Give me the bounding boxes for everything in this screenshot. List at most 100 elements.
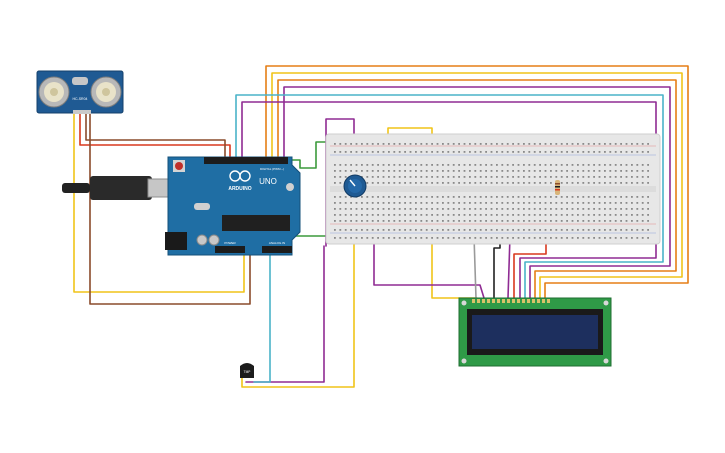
lcd-pin[interactable] (517, 299, 520, 303)
wire-yellow-1[interactable] (271, 72, 683, 299)
lcd-screen (472, 315, 598, 349)
breadboard-hole (404, 176, 406, 178)
lcd-pin[interactable] (507, 299, 510, 303)
breadboard-hole (463, 237, 466, 239)
breadboard-hole (361, 208, 363, 210)
breadboard-hole (415, 170, 417, 172)
arduino-uno[interactable]: ARDUINO UNO DIGITAL (PWM ~) POWER ANALOG… (165, 156, 301, 256)
breadboard-hole (636, 170, 639, 172)
breadboard-hole (582, 176, 585, 178)
lcd-pin[interactable] (512, 299, 515, 303)
breadboard-hole (533, 176, 536, 178)
breadboard-hole (452, 237, 455, 239)
breadboard-hole (609, 164, 612, 166)
breadboard-hole (609, 170, 612, 172)
lcd-pin[interactable] (502, 299, 505, 303)
wire-purple-1[interactable] (283, 86, 671, 299)
breadboard-hole (523, 237, 525, 239)
lcd-pin[interactable] (472, 299, 475, 303)
lcd-pin[interactable] (482, 299, 485, 303)
breadboard-hole (544, 143, 547, 145)
breadboard-hole (566, 202, 568, 204)
breadboard-hole (344, 208, 347, 210)
breadboard-hole (496, 214, 498, 216)
breadboard-hole (361, 170, 363, 172)
lcd-pin[interactable] (487, 299, 490, 303)
breadboard-hole (469, 176, 471, 178)
breadboard-hole (409, 214, 412, 216)
breadboard-hole (361, 229, 363, 231)
breadboard-hole (550, 176, 552, 178)
breadboard-hole (647, 220, 649, 222)
breadboard-hole (393, 220, 396, 222)
wire-cyan-1[interactable] (235, 94, 664, 299)
breadboard-hole (582, 196, 585, 198)
breadboard-hole (501, 196, 504, 198)
breadboard-hole (582, 214, 585, 216)
breadboard-hole (496, 176, 498, 178)
breadboard-hole (415, 202, 417, 204)
ultrasonic-sensor[interactable]: HC-SR04 (36, 70, 124, 114)
breadboard-hole (636, 143, 639, 145)
wire-sensor-brown-2[interactable] (89, 112, 251, 305)
breadboard-hole (415, 164, 417, 166)
lcd-pin[interactable] (477, 299, 480, 303)
wire-cyan-temp[interactable] (253, 247, 271, 383)
breadboard-hole (371, 164, 374, 166)
wire-orange-1[interactable] (265, 65, 689, 299)
breadboard-hole (436, 208, 439, 210)
lcd-pin[interactable] (532, 299, 535, 303)
breadboard-hole (334, 237, 336, 239)
usb-cable[interactable] (62, 176, 175, 200)
breadboard-hole (501, 164, 504, 166)
breadboard-hole (463, 182, 466, 184)
breadboard-hole (350, 151, 352, 153)
resistor[interactable] (555, 180, 560, 195)
breadboard-hole (598, 143, 601, 145)
breadboard-hole (523, 182, 525, 184)
temperature-sensor[interactable]: TMP (240, 363, 254, 378)
breadboard-hole (604, 237, 606, 239)
potentiometer[interactable] (343, 174, 367, 198)
breadboard-hole (496, 196, 498, 198)
breadboard[interactable] (325, 133, 661, 245)
lcd-pin[interactable] (537, 299, 540, 303)
breadboard-hole (377, 164, 379, 166)
breadboard-hole (496, 151, 498, 153)
wire-sensor-brown[interactable] (85, 112, 226, 161)
breadboard-hole (409, 202, 412, 204)
wire-gray[interactable] (473, 235, 477, 299)
wire-sensor-red[interactable] (79, 112, 231, 161)
breadboard-hole (641, 164, 644, 166)
arduino-uno-icon (229, 170, 251, 182)
breadboard-hole (442, 220, 444, 222)
breadboard-hole (593, 202, 595, 204)
lcd-pin[interactable] (547, 299, 550, 303)
breadboard-hole (550, 229, 552, 231)
wire-green-1[interactable] (289, 141, 341, 169)
breadboard-hole (334, 170, 336, 172)
breadboard-hole (544, 170, 547, 172)
wire-sensor-yellow[interactable] (73, 112, 245, 293)
breadboard-hole (571, 237, 574, 239)
breadboard-hole (582, 220, 585, 222)
lcd-display[interactable] (458, 297, 612, 367)
wire-purple-pot[interactable] (245, 245, 325, 383)
breadboard-hole (598, 170, 601, 172)
lcd-pin[interactable] (542, 299, 545, 303)
breadboard-hole (382, 182, 385, 184)
breadboard-hole (371, 220, 374, 222)
breadboard-hole (506, 170, 509, 172)
breadboard-hole (560, 229, 563, 231)
lcd-pin[interactable] (522, 299, 525, 303)
breadboard-hole (382, 143, 385, 145)
breadboard-hole (636, 220, 639, 222)
breadboard-hole (382, 176, 385, 178)
lcd-pin[interactable] (492, 299, 495, 303)
wire-orange-2[interactable] (277, 79, 677, 299)
lcd-pin[interactable] (497, 299, 500, 303)
breadboard-hole (474, 220, 477, 222)
breadboard-hole (344, 202, 347, 204)
lcd-pin[interactable] (527, 299, 530, 303)
